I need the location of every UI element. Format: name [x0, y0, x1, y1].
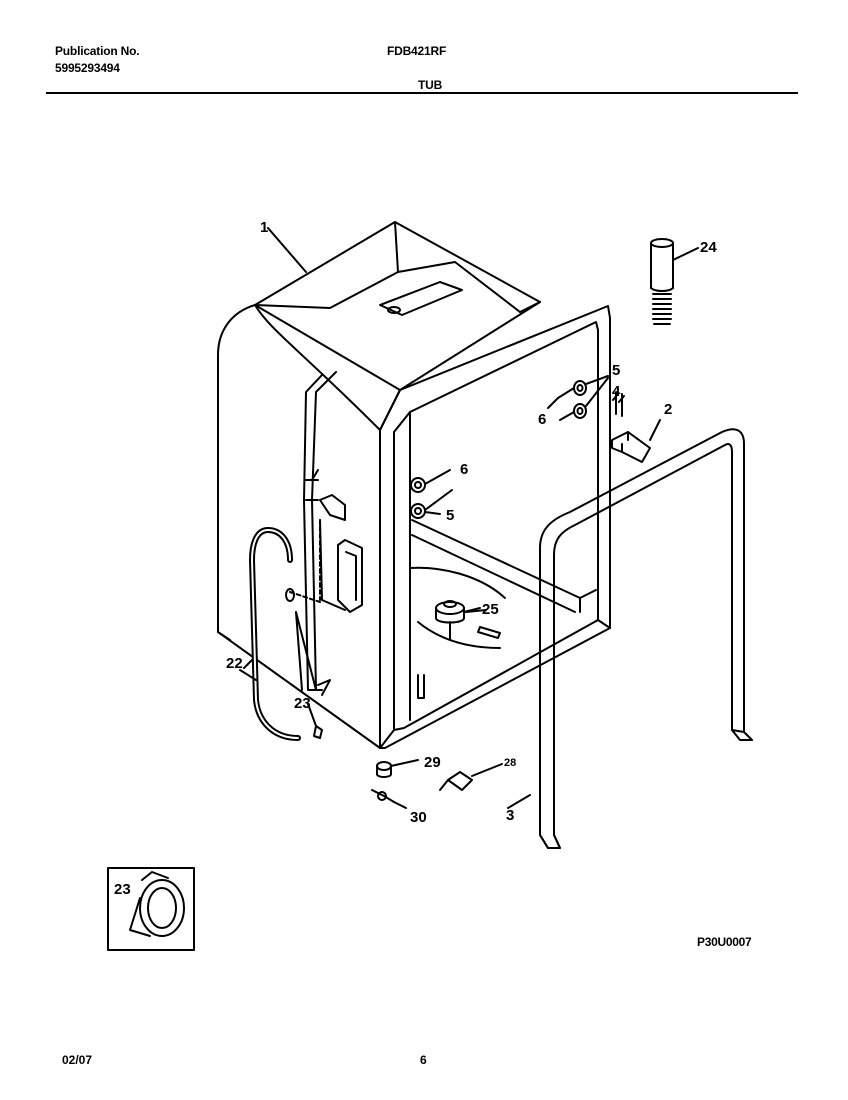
leader-25: [465, 609, 487, 613]
callout-22: 22: [226, 655, 243, 672]
callout-3: 3: [506, 807, 514, 824]
publication-date: 02/07: [62, 1053, 93, 1067]
cap-part-29: [376, 759, 419, 778]
callout-4: 4: [612, 383, 621, 400]
callout-6-lower: 6: [460, 461, 468, 478]
leader-22: [239, 669, 257, 681]
callout-24: 24: [700, 239, 717, 256]
float-part-25: [435, 600, 481, 641]
callout-6-upper: 6: [538, 411, 546, 428]
callout-23-inset: 23: [114, 881, 131, 898]
door-gasket-part-3: [539, 428, 753, 849]
spring-part-24: [650, 238, 699, 325]
door-frame: [379, 305, 611, 749]
callout-25: 25: [482, 601, 499, 618]
fitting-part-30: [371, 789, 407, 809]
callout-2: 2: [664, 401, 672, 418]
section-title: TUB: [418, 78, 443, 92]
clamp-inset: [107, 867, 195, 951]
tub-body: [217, 221, 541, 749]
switch-part-28: [439, 763, 503, 791]
callout-23: 23: [294, 695, 311, 712]
screws-part-4: [612, 391, 625, 417]
header-rule: [46, 92, 798, 94]
lower-nuts-washers: [410, 469, 453, 519]
upper-nuts-washers: [547, 375, 609, 421]
publication-number: 5995293494: [55, 61, 120, 75]
callout-28: 28: [504, 757, 516, 769]
callout-5-upper: 5: [612, 362, 620, 379]
page-number: 6: [420, 1053, 427, 1067]
callout-1: 1: [260, 219, 268, 236]
drawing-id: P30U0007: [697, 935, 752, 949]
leader-1: [267, 227, 307, 273]
drain-hose-part-22: [243, 527, 301, 741]
callout-5-lower: 5: [446, 507, 454, 524]
model-number: FDB421RF: [387, 44, 447, 58]
publication-label: Publication No.: [55, 44, 140, 58]
hinge-part-2: [611, 419, 661, 463]
callout-29: 29: [424, 754, 441, 771]
leader-3: [507, 794, 531, 809]
clamp-part-23: [285, 588, 323, 739]
callout-30: 30: [410, 809, 427, 826]
